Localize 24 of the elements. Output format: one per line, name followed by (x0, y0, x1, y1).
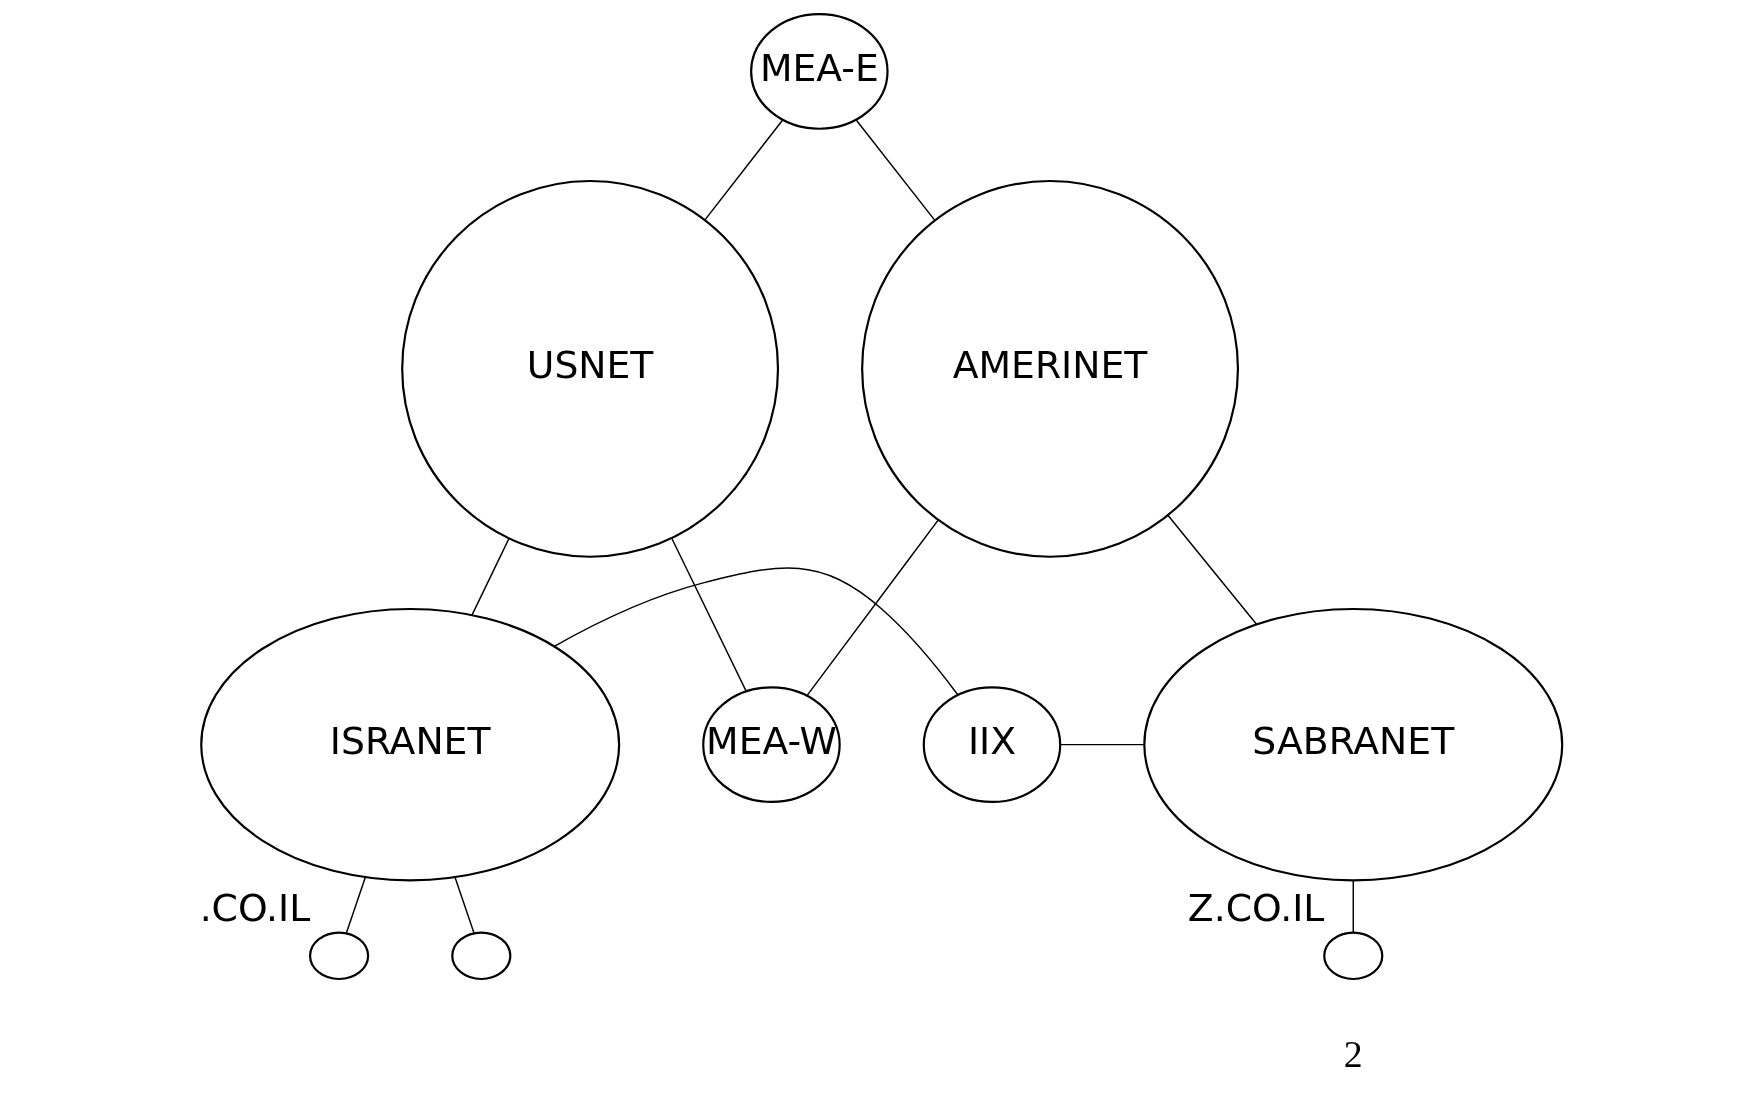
connector (553, 567, 959, 696)
node-ellipse: IIX (922, 686, 1062, 804)
connector (454, 876, 475, 934)
connector (471, 538, 510, 616)
label: 2 (1343, 1033, 1363, 1076)
node-circle: AMERINET (861, 179, 1239, 558)
connector (671, 537, 747, 693)
node-ellipse: ISRANET (200, 607, 621, 882)
connector (1059, 743, 1145, 746)
connector (1352, 879, 1354, 934)
connector (1167, 514, 1258, 625)
node-label: Z.CO.IL (1187, 885, 1325, 930)
node-ellipse: MEA-W (702, 686, 841, 804)
connector (855, 119, 936, 221)
connector (806, 519, 939, 697)
node-circle (1323, 931, 1384, 981)
node-label: .CO.IL (199, 885, 311, 930)
node-circle (451, 931, 512, 981)
connector (704, 119, 784, 221)
node-ellipse: SABRANET (1143, 607, 1564, 882)
node-circle (309, 931, 370, 981)
node-circle: USNET (401, 179, 780, 558)
node-ellipse: MEA-E (750, 13, 889, 130)
connector (345, 876, 367, 934)
